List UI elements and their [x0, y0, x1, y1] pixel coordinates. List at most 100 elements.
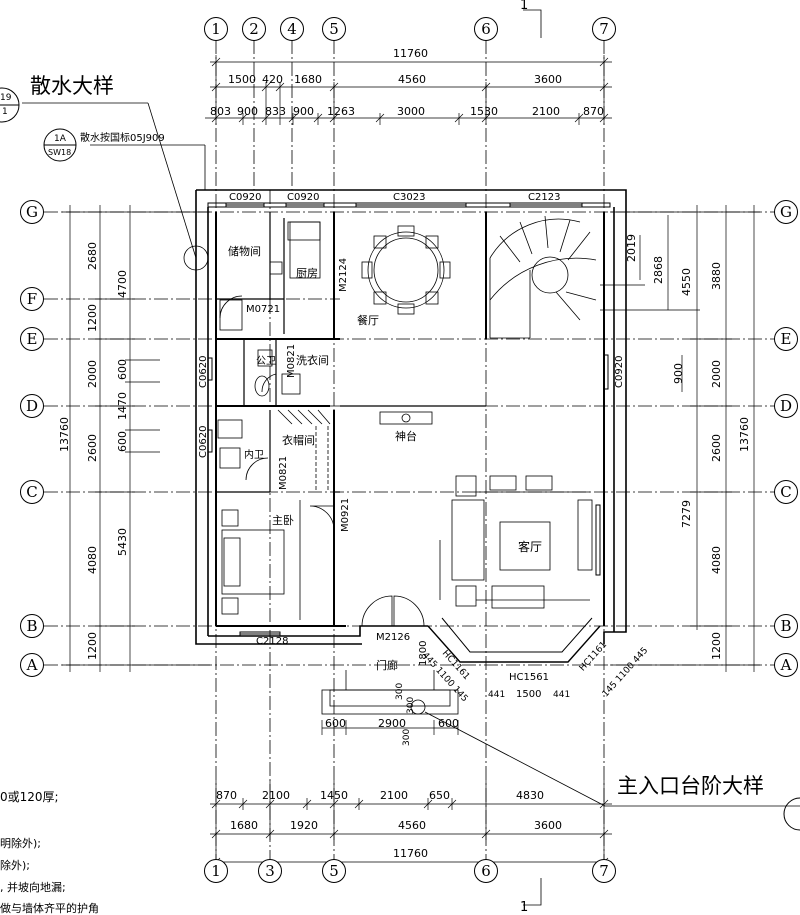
window-c0620-b: C0620	[198, 425, 209, 458]
room-public-bath: 公卫	[256, 356, 276, 367]
bay-dim-1500: 1500	[516, 689, 542, 700]
title-entrance-step-detail: 主入口台阶大样	[617, 774, 764, 798]
top-dimension-lines	[205, 55, 612, 125]
room-porch: 门廊	[376, 659, 398, 672]
axis-left-E: E	[20, 327, 44, 351]
window-c0920-a: C0920	[229, 192, 262, 203]
axis-bottom-7: 7	[592, 859, 616, 883]
door-m0921: M0921	[340, 497, 351, 532]
dim-left-total: 13760	[58, 417, 71, 452]
axis-right-C: C	[774, 480, 798, 504]
window-c0620-a: C0620	[198, 355, 209, 388]
axis-left-F: F	[20, 287, 44, 311]
dim-right-900: 900	[672, 363, 685, 384]
dim-right-2000: 2000	[710, 360, 723, 388]
door-m0721: M0721	[246, 304, 281, 315]
section-mark-top: 1	[520, 0, 529, 13]
dim-left-1200a: 1200	[86, 304, 99, 332]
room-kitchen: 厨房	[296, 267, 318, 280]
axis-bottom-3: 3	[258, 859, 282, 883]
dining-table	[361, 225, 451, 315]
dim-step-600b: 600	[438, 717, 459, 730]
dim-bottom-4830: 4830	[516, 789, 544, 802]
room-dining: 餐厅	[357, 314, 379, 327]
dim-top-2100: 2100	[532, 105, 560, 118]
room-master-bath: 内卫	[244, 450, 264, 461]
detail-ref-1-top: 19	[0, 93, 12, 103]
dim-step-600a: 600	[325, 717, 346, 730]
window-hc1561: HC1561	[509, 672, 549, 683]
dim-bottom-4560: 4560	[398, 819, 426, 832]
axis-left-G: G	[20, 200, 44, 224]
left-dimension-lines	[62, 205, 210, 672]
dim-top-870: 870	[583, 105, 604, 118]
dim-left-1200b: 1200	[86, 632, 99, 660]
dim-top-1500: 1500	[228, 73, 256, 86]
step-dim-300c: 300	[402, 728, 412, 746]
dim-step-2900: 2900	[378, 717, 406, 730]
dim-top-900b: 900	[293, 105, 314, 118]
dim-bottom-650: 650	[429, 789, 450, 802]
dim-top-420: 420	[262, 73, 283, 86]
axis-right-D: D	[774, 394, 798, 418]
door-swings	[219, 295, 425, 627]
detail-ref-1-bottom: 1	[2, 107, 8, 117]
axis-top-4: 4	[280, 17, 304, 41]
dim-bottom-1450: 1450	[320, 789, 348, 802]
note-4: , 并坡向地漏;	[0, 881, 66, 894]
note-5: 做与墙体齐平的护角	[0, 902, 99, 915]
axis-right-B: B	[774, 614, 798, 638]
dim-bottom-870: 870	[216, 789, 237, 802]
axis-bottom-5: 5	[322, 859, 346, 883]
dim-right-2600: 2600	[710, 434, 723, 462]
dim-right-total: 13760	[738, 417, 751, 452]
dim-left-4700: 4700	[116, 270, 129, 298]
axis-top-1: 1	[204, 17, 228, 41]
building-walls	[195, 189, 627, 663]
axis-right-E: E	[774, 327, 798, 351]
axis-top-7: 7	[592, 17, 616, 41]
window-c2128: C2128	[256, 636, 289, 647]
dim-left-2680: 2680	[86, 242, 99, 270]
dim-right-4550: 4550	[680, 268, 693, 296]
bedroom-furniture	[221, 500, 301, 620]
dim-bottom-total: 11760	[393, 847, 428, 860]
step-dim-300a: 300	[395, 682, 405, 700]
door-m0821-b: M0821	[278, 455, 289, 490]
dim-left-4080: 4080	[86, 546, 99, 574]
spiral-staircase	[489, 215, 597, 339]
dim-top-803: 803	[210, 105, 231, 118]
bay-dim-441b: 441	[553, 690, 571, 700]
window-c3023: C3023	[393, 192, 426, 203]
dim-top-3000: 3000	[397, 105, 425, 118]
fixtures	[217, 221, 433, 492]
dim-left-5430: 5430	[116, 528, 129, 556]
living-room-furniture	[439, 475, 593, 609]
axis-top-5: 5	[322, 17, 346, 41]
window-c0920-c: C0920	[614, 355, 625, 388]
dim-bottom-2100a: 2100	[262, 789, 290, 802]
room-altar: 神台	[395, 430, 417, 443]
door-m2126: M2126	[376, 632, 411, 643]
window-c2123: C2123	[528, 192, 561, 203]
door-m2124: M2124	[338, 257, 349, 292]
dim-right-2868: 2868	[652, 256, 665, 284]
dim-bottom-1680: 1680	[230, 819, 258, 832]
dim-right-2019: 2019	[625, 234, 638, 262]
room-master-bedroom: 主卧	[272, 514, 294, 527]
dim-top-4560: 4560	[398, 73, 426, 86]
axis-bottom-1: 1	[204, 859, 228, 883]
leader-lines	[22, 9, 542, 906]
dim-left-600b: 600	[116, 431, 129, 452]
dim-right-7279: 7279	[680, 500, 693, 528]
dim-right-1200: 1200	[710, 632, 723, 660]
dim-bottom-2100b: 2100	[380, 789, 408, 802]
dim-top-total: 11760	[393, 47, 428, 60]
section-mark-bottom: 1	[520, 900, 529, 915]
dim-right-4080: 4080	[710, 546, 723, 574]
detail-note: 散水按国标05J909	[80, 133, 165, 144]
axis-left-D: D	[20, 394, 44, 418]
room-closet: 衣帽间	[282, 434, 315, 447]
note-3: 除外);	[0, 859, 30, 872]
axis-bottom-6: 6	[474, 859, 498, 883]
